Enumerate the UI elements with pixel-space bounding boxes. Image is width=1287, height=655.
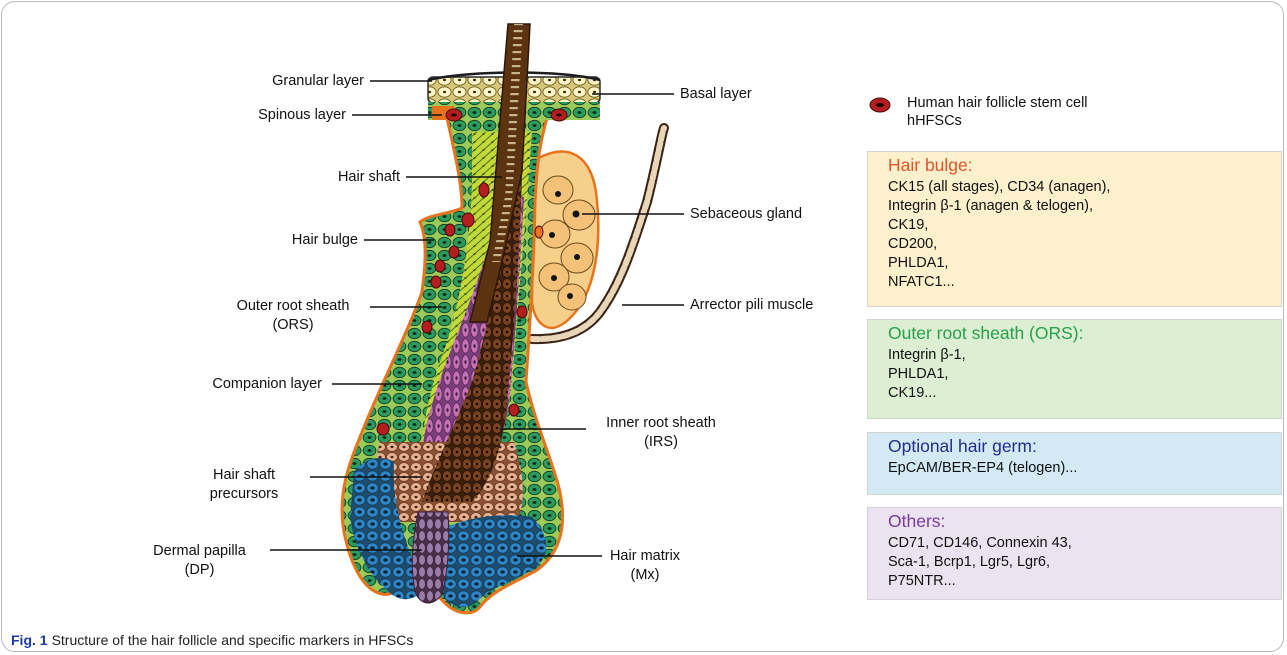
marker-box-title: Others: [888,511,1271,532]
legend-line1: Human hair follicle stem cell [907,94,1088,112]
label-hair-shaft: Hair shaft [338,168,400,187]
label-sebaceous-gland: Sebaceous gland [690,205,802,224]
label-companion-layer: Companion layer [212,375,322,394]
marker-line: CK19... [888,384,1271,403]
marker-line: CK19, [888,216,1271,235]
label-basal-layer: Basal layer [680,85,752,104]
label-dermal-papilla: Dermal papilla (DP) [132,542,267,580]
label-outer-root-sheath-line1: Outer root sheath [218,297,368,316]
marker-box-title: Optional hair germ: [888,436,1271,457]
label-hair-matrix-line1: Hair matrix [600,547,690,566]
dermal-papilla-shape [412,512,448,603]
stem-cell-legend-icon [870,98,890,112]
marker-line: EpCAM/BER-EP4 (telogen)... [888,459,1271,478]
marker-box-title: Outer root sheath (ORS): [888,323,1271,344]
marker-line: P75NTR... [888,572,1271,591]
marker-box-optional-hair-germ: Optional hair germ: EpCAM/BER-EP4 (telog… [867,432,1282,495]
label-outer-root-sheath-line2: (ORS) [218,316,368,335]
figure-caption-text: Structure of the hair follicle and speci… [52,632,414,648]
label-dermal-papilla-line2: (DP) [132,561,267,580]
legend-line2: hHFSCs [907,112,1088,130]
figure-caption-label: Fig. 1 [11,632,48,648]
marker-line: Integrin β-1 (anagen & telogen), [888,197,1271,216]
marker-line: NFATC1... [888,273,1271,292]
stem-cell-legend: Human hair follicle stem cell hHFSCs [907,94,1088,130]
marker-line: CD200, [888,235,1271,254]
marker-line: CK15 (all stages), CD34 (anagen), [888,178,1271,197]
marker-line: Integrin β-1, [888,346,1271,365]
label-spinous-layer: Spinous layer [258,106,346,125]
marker-line: CD71, CD146, Connexin 43, [888,534,1271,553]
marker-box-title: Hair bulge: [888,155,1271,176]
label-hair-shaft-precursors: Hair shaft precursors [184,466,304,504]
label-inner-root-sheath-line2: (IRS) [586,433,736,452]
marker-box-hair-bulge: Hair bulge: CK15 (all stages), CD34 (ana… [867,151,1282,307]
label-hair-shaft-precursors-line2: precursors [184,485,304,504]
label-hair-matrix-line2: (Mx) [600,566,690,585]
figure-caption: Fig. 1Structure of the hair follicle and… [11,632,413,648]
marker-box-others: Others: CD71, CD146, Connexin 43, Sca-1,… [867,507,1282,600]
label-arrector-pili-muscle: Arrector pili muscle [690,296,813,315]
label-hair-shaft-precursors-line1: Hair shaft [184,466,304,485]
marker-box-outer-root-sheath: Outer root sheath (ORS): Integrin β-1, P… [867,319,1282,419]
label-dermal-papilla-line1: Dermal papilla [132,542,267,561]
label-hair-matrix: Hair matrix (Mx) [600,547,690,585]
label-inner-root-sheath-line1: Inner root sheath [586,414,736,433]
label-inner-root-sheath: Inner root sheath (IRS) [586,414,736,452]
sebaceous-gland-shape [532,152,598,328]
marker-line: PHLDA1, [888,254,1271,273]
label-granular-layer: Granular layer [272,72,364,91]
label-outer-root-sheath: Outer root sheath (ORS) [218,297,368,335]
label-hair-bulge: Hair bulge [292,231,358,250]
marker-line: PHLDA1, [888,365,1271,384]
marker-line: Sca-1, Bcrp1, Lgr5, Lgr6, [888,553,1271,572]
